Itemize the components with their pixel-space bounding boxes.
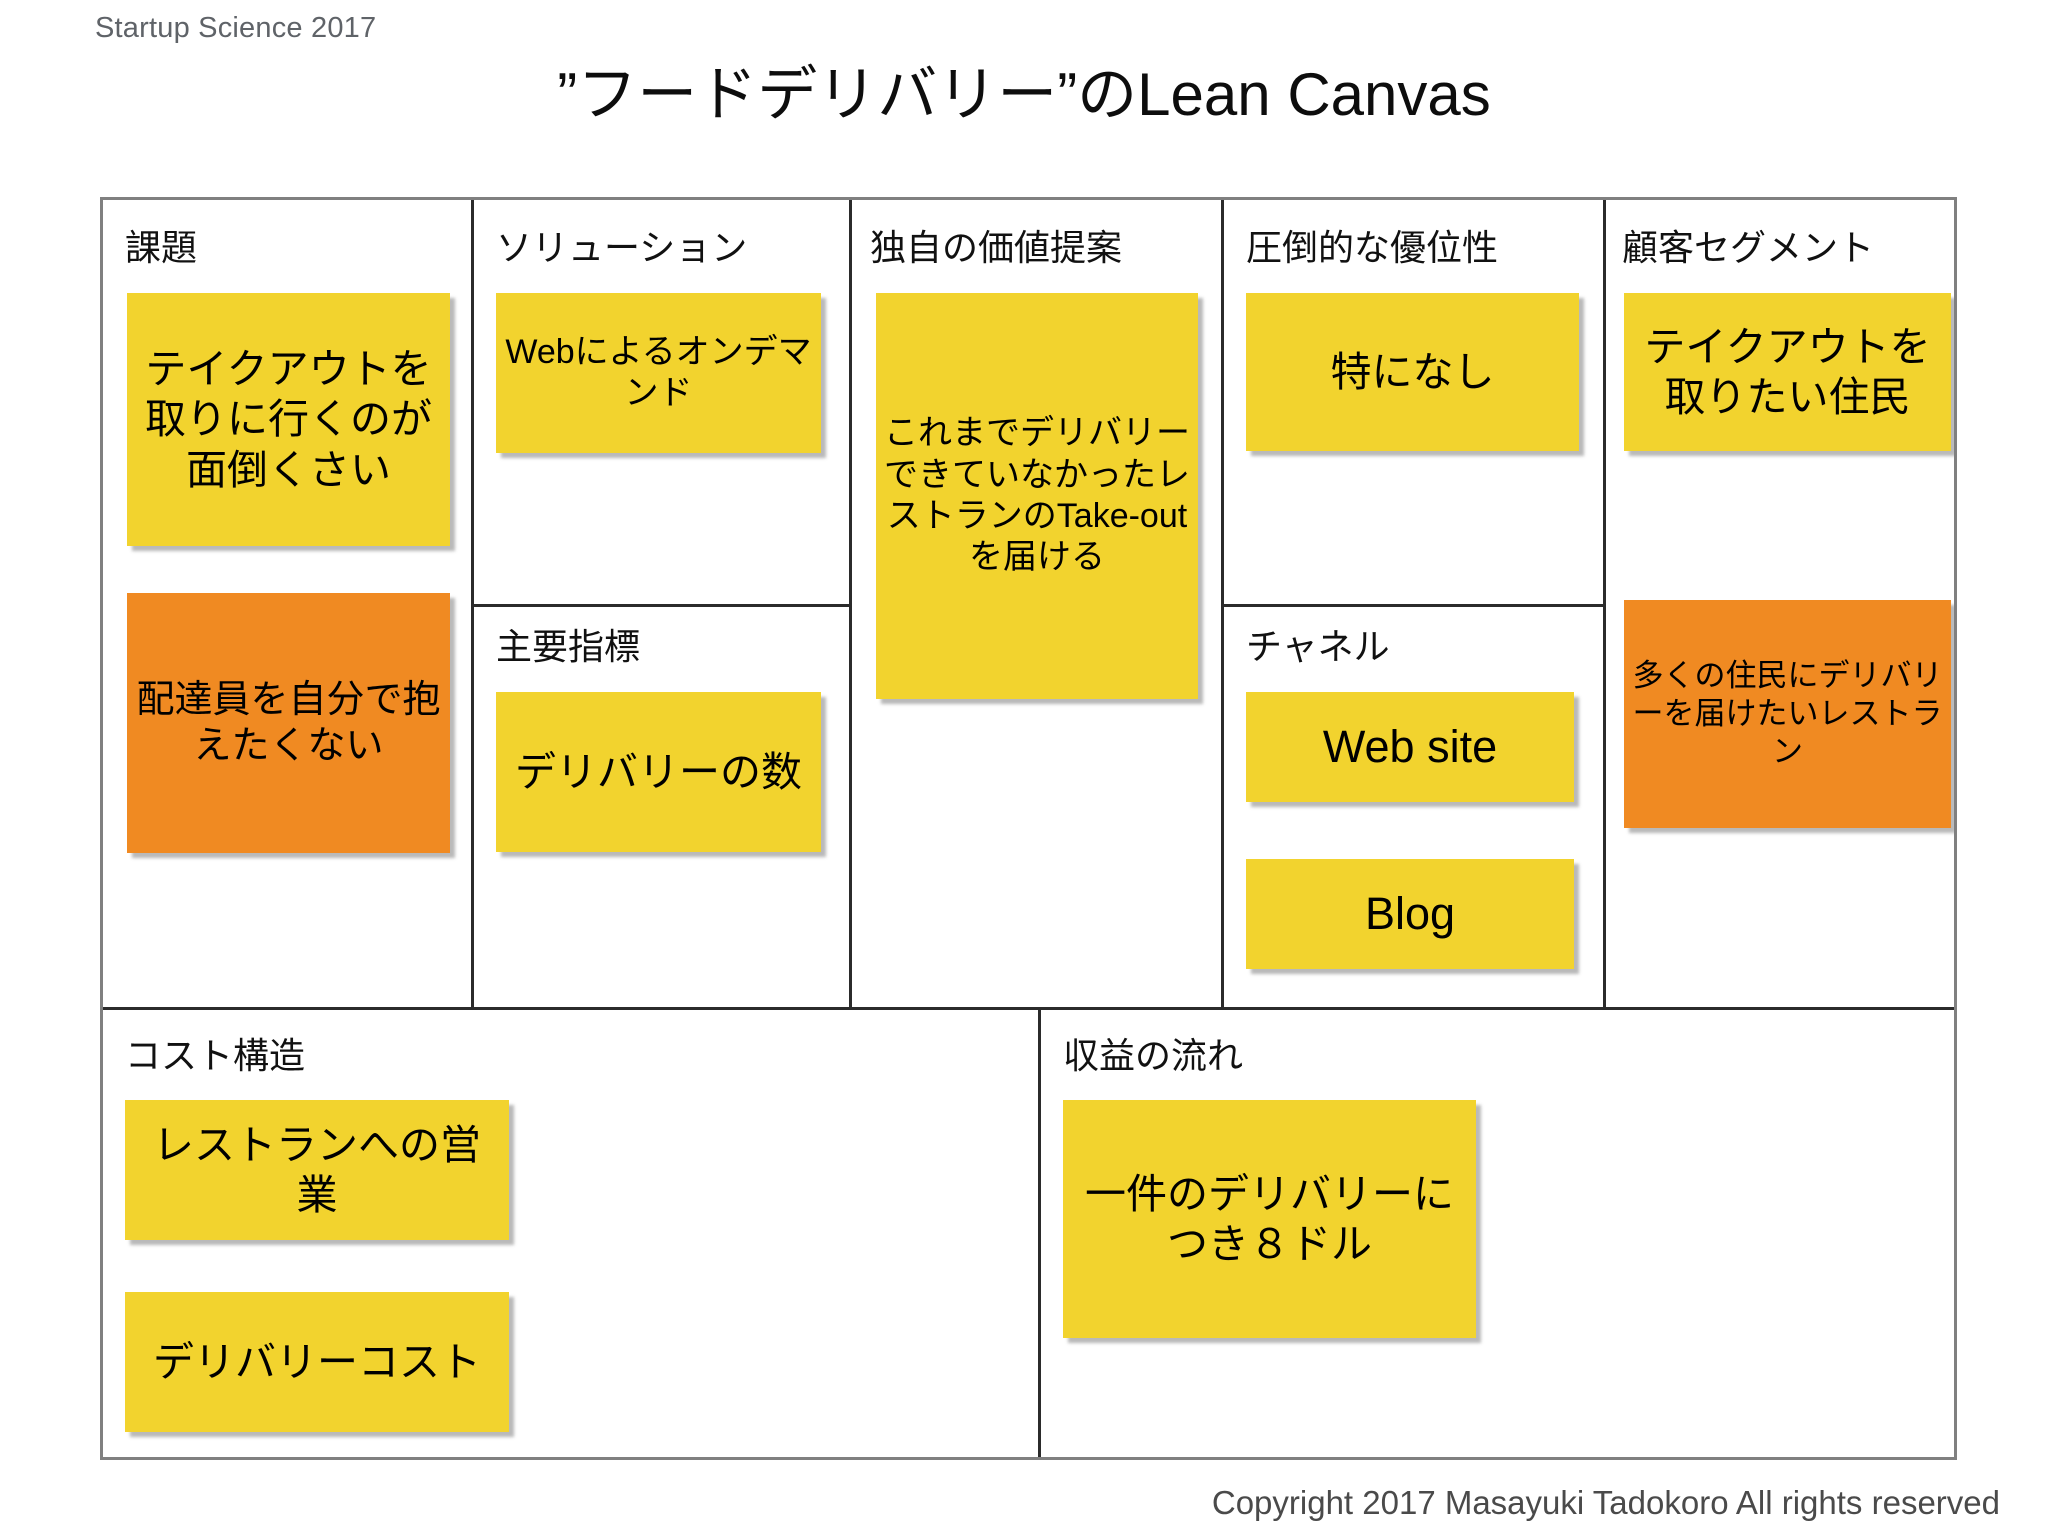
sticky-card-text: これまでデリバリーできていなかったレストランのTake-outを届ける [884, 414, 1190, 577]
sticky-card-text: 特になし [1330, 348, 1495, 395]
sticky-card-channel-2[interactable]: Blog [1246, 859, 1574, 969]
sticky-card-text: レストランへの営業 [153, 1121, 481, 1218]
sticky-card-problem-2[interactable]: 配達員を自分で抱えたくない [127, 593, 450, 853]
sticky-card-text: テイクアウトを取りたい住民 [1644, 323, 1931, 420]
section-label-cost-structure: コスト構造 [125, 1035, 306, 1076]
sticky-card-text: デリバリーの数 [515, 748, 802, 795]
sticky-card-unfair-advantage-1[interactable]: 特になし [1246, 293, 1579, 451]
section-unfair-advantage: 圧倒的な優位性 特になし [1224, 200, 1603, 604]
lean-canvas-bottom-row: コスト構造 レストランへの営業 デリバリーコスト 収益の流れ 一件のデリバリーに… [103, 1007, 1954, 1457]
section-label-solution: ソリューション [496, 227, 748, 268]
sticky-card-revenue-1[interactable]: 一件のデリバリーにつき８ドル [1063, 1100, 1476, 1338]
sticky-card-key-metrics-1[interactable]: デリバリーの数 [496, 692, 821, 852]
sticky-card-text: Blog [1364, 887, 1456, 939]
lean-canvas-top-row: 課題 テイクアウトを取りに行くのが面倒くさい 配達員を自分で抱えたくない ソリュ… [103, 200, 1954, 1007]
section-solution-metrics: ソリューション Webによるオンデマンド 主要指標 デリバリーの数 [471, 200, 849, 1007]
copyright-notice: Copyright 2017 Masayuki Tadokoro All rig… [1211, 1484, 2000, 1521]
sticky-card-text: Web site [1322, 720, 1498, 772]
sticky-card-cost-1[interactable]: レストランへの営業 [125, 1100, 509, 1240]
sticky-card-segment-1[interactable]: テイクアウトを取りたい住民 [1624, 293, 1951, 451]
sticky-card-cost-2[interactable]: デリバリーコスト [125, 1292, 509, 1432]
section-uvp: 独自の価値提案 これまでデリバリーできていなかったレストランのTake-outを… [849, 200, 1221, 1007]
sticky-card-text: Webによるオンデマンド [505, 332, 812, 412]
section-label-revenue-streams: 収益の流れ [1063, 1035, 1244, 1076]
section-customer-segments: 顧客セグメント テイクアウトを取りたい住民 多くの住民にデリバリーを届けたいレス… [1603, 200, 1954, 1007]
section-label-problem: 課題 [125, 227, 198, 268]
section-problem: 課題 テイクアウトを取りに行くのが面倒くさい 配達員を自分で抱えたくない [103, 200, 471, 1007]
page-title: ”フードデリバリー”のLean Canvas [557, 61, 1491, 128]
section-advantage-channels: 圧倒的な優位性 特になし チャネル Web site Blog [1221, 200, 1603, 1007]
sticky-card-text: 一件のデリバリーにつき８ドル [1085, 1170, 1454, 1267]
sticky-card-segment-2[interactable]: 多くの住民にデリバリーを届けたいレストラン [1624, 600, 1951, 828]
sticky-card-solution-1[interactable]: Webによるオンデマンド [496, 293, 821, 453]
sticky-card-text: デリバリーコスト [153, 1338, 481, 1385]
section-solution: ソリューション Webによるオンデマンド [474, 200, 849, 604]
section-cost-structure: コスト構造 レストランへの営業 デリバリーコスト [103, 1010, 1038, 1457]
lean-canvas-grid: 課題 テイクアウトを取りに行くのが面倒くさい 配達員を自分で抱えたくない ソリュ… [100, 197, 1957, 1460]
sticky-card-text: テイクアウトを取りに行くのが面倒くさい [145, 346, 432, 493]
section-revenue-streams: 収益の流れ 一件のデリバリーにつき８ドル [1038, 1010, 1954, 1457]
sticky-card-text: 多くの住民にデリバリーを届けたいレストラン [1632, 658, 1943, 769]
deck-kicker: Startup Science 2017 [95, 12, 377, 44]
section-label-channels: チャネル [1246, 626, 1390, 667]
section-label-key-metrics: 主要指標 [496, 626, 641, 667]
section-label-unfair-advantage: 圧倒的な優位性 [1246, 227, 1499, 268]
section-label-customer-segments: 顧客セグメント [1622, 227, 1875, 268]
section-label-uvp: 独自の価値提案 [870, 227, 1123, 268]
section-channels: チャネル Web site Blog [1224, 604, 1603, 1007]
sticky-card-channel-1[interactable]: Web site [1246, 692, 1574, 802]
section-key-metrics: 主要指標 デリバリーの数 [474, 604, 849, 1007]
sticky-card-uvp-1[interactable]: これまでデリバリーできていなかったレストランのTake-outを届ける [876, 293, 1198, 699]
sticky-card-problem-1[interactable]: テイクアウトを取りに行くのが面倒くさい [127, 293, 450, 546]
sticky-card-text: 配達員を自分で抱えたくない [136, 678, 441, 767]
